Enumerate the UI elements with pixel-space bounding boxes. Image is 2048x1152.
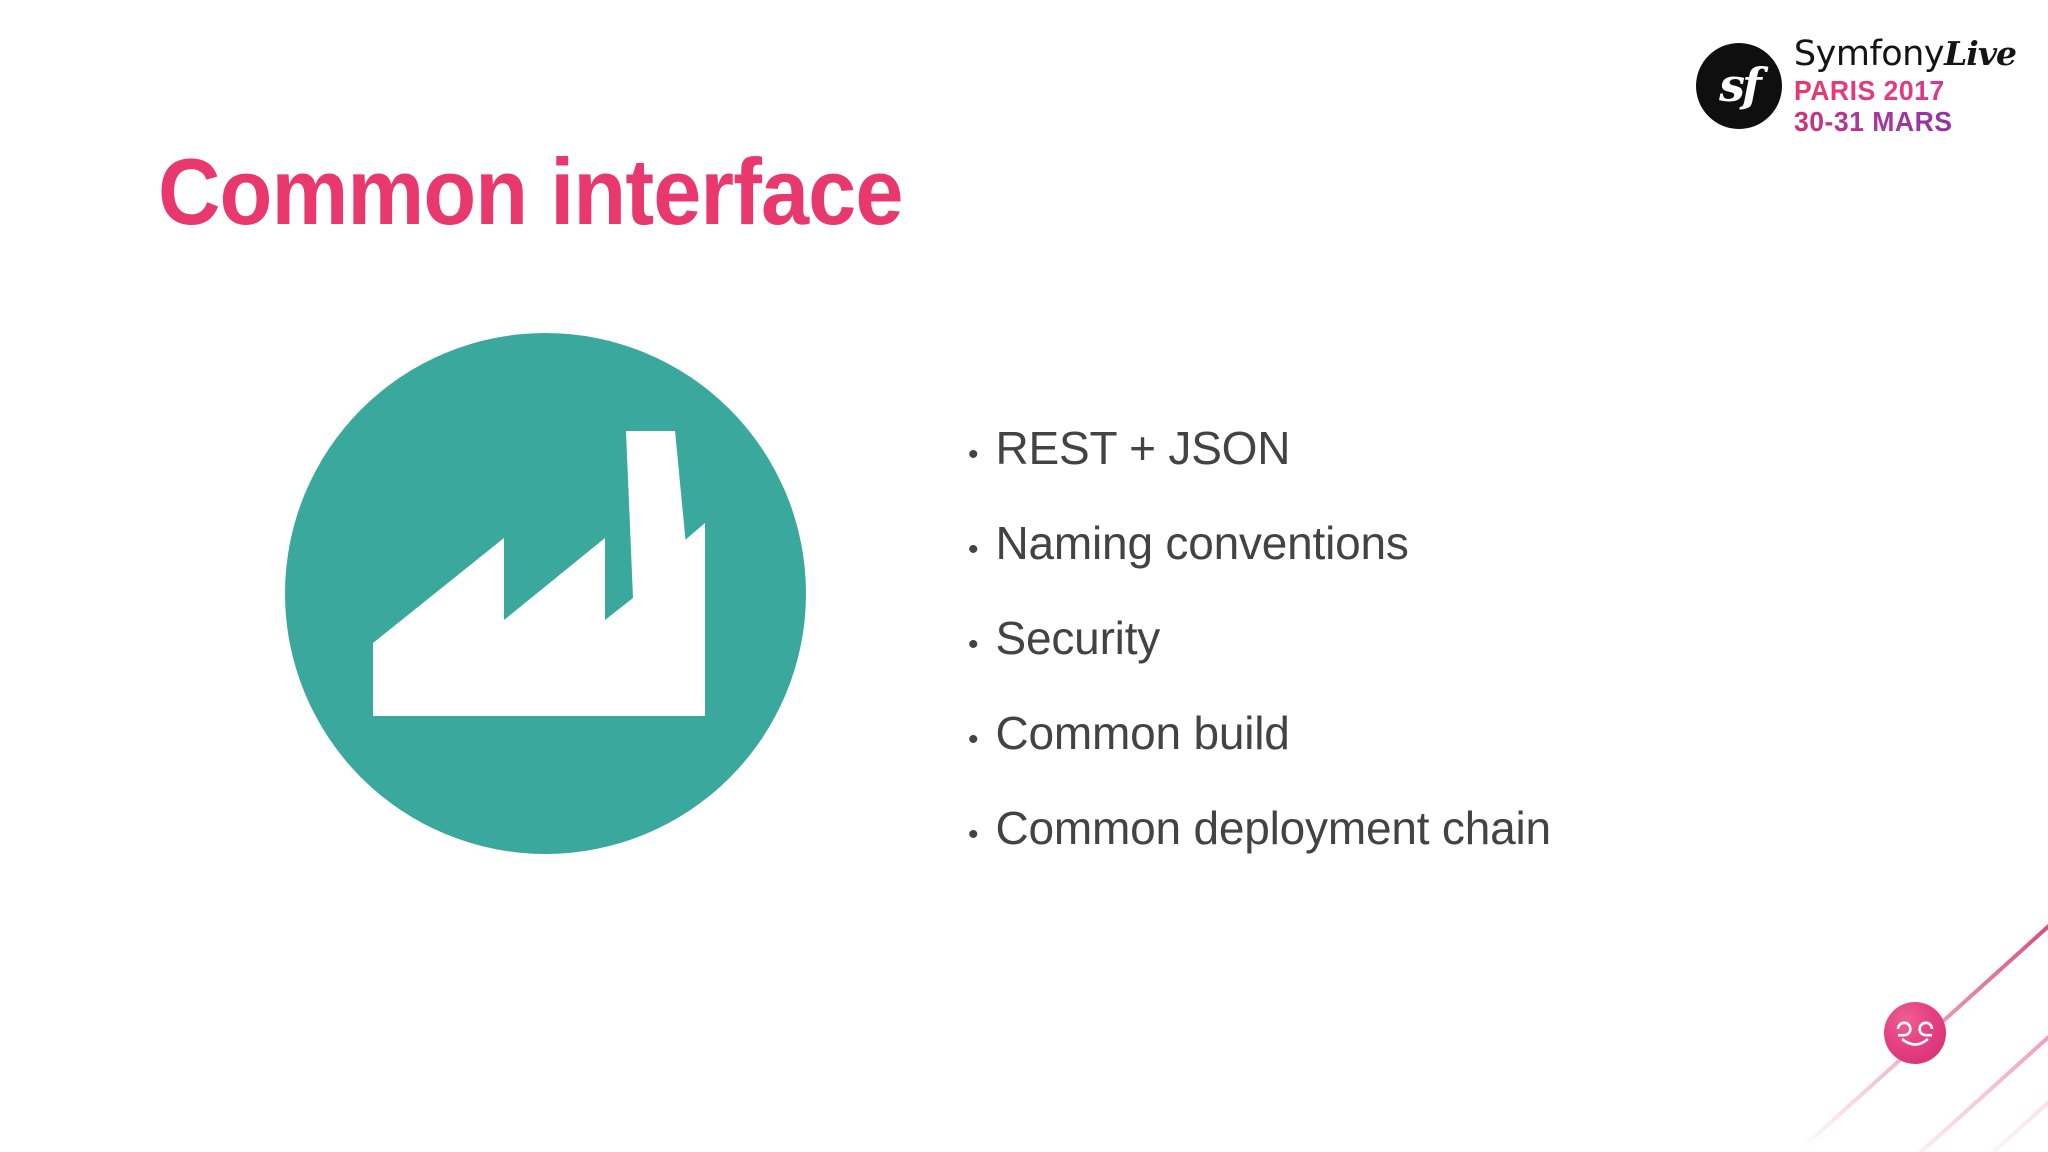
list-item-label: Security [995, 612, 1161, 664]
page-title: Common interface [158, 138, 903, 244]
bullet-list: • REST + JSON • Naming conventions • Sec… [968, 404, 1968, 879]
corner-decoration [1688, 922, 2048, 1152]
event-city-year: PARIS 2017 [1794, 76, 2005, 105]
list-item: • Common build [968, 689, 1968, 784]
symfonylive-name: SymfonyLive [1793, 33, 2017, 74]
decorative-stripe [1958, 922, 2048, 1152]
bullet-dot-icon: • [968, 438, 979, 471]
symfonylive-wordmark: SymfonyLive PARIS 2017 30-31 MARS [1793, 33, 2017, 136]
bullet-dot-icon: • [968, 723, 979, 756]
decorative-stripe [1890, 922, 2048, 1152]
event-dates: 30-31 MARS [1794, 107, 2005, 136]
symfony-sf-mark-icon: sf [1695, 43, 1782, 129]
list-item-label: Naming conventions [995, 517, 1409, 569]
symfonylive-logo: sf SymfonyLive PARIS 2017 30-31 MARS [1695, 33, 2017, 138]
symfony-sf-glyph: sf [1719, 57, 1762, 112]
list-item: • Common deployment chain [968, 784, 1968, 879]
live-word-text: Live [1944, 33, 2017, 73]
symfony-word-text: Symfony [1793, 33, 1945, 74]
list-item-label: REST + JSON [995, 422, 1291, 474]
list-item: • REST + JSON [968, 404, 1968, 499]
decorative-stripe [1798, 922, 2048, 1152]
list-item-label: Common build [995, 707, 1290, 759]
list-item: • Security [968, 594, 1968, 689]
factory-icon [285, 333, 806, 854]
ee-smiley-logo-icon [1884, 1002, 1946, 1064]
bullet-dot-icon: • [968, 818, 979, 851]
bullet-dot-icon: • [968, 628, 979, 661]
list-item: • Naming conventions [968, 499, 1968, 594]
list-item-label: Common deployment chain [995, 802, 1552, 854]
bullet-dot-icon: • [968, 533, 979, 566]
